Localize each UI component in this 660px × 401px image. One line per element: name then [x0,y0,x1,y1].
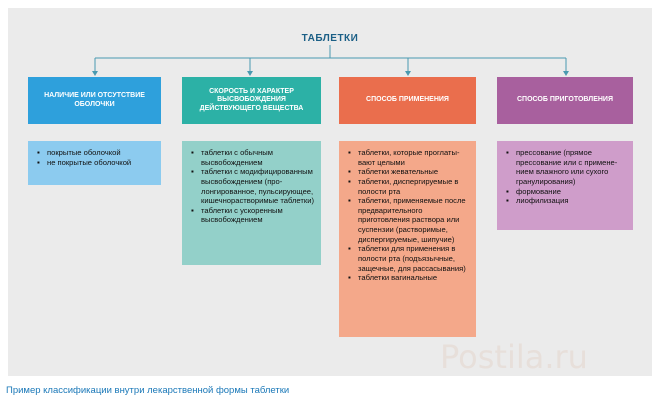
heading-release: СКОРОСТЬ И ХАРАКТЕР ВЫСВОБОЖДЕНИЯ ДЕЙСТВ… [182,77,321,124]
box-preparation: прессование (прямое прессование или с пр… [497,141,633,230]
heading-application: СПОСОБ ПРИМЕНЕНИЯ [339,77,476,124]
heading-preparation: СПОСОБ ПРИГОТОВЛЕНИЯ [497,77,633,124]
list-item: формование [506,187,627,197]
box-release: таблетки с обычным высвобождением таблет… [182,141,321,265]
heading-coating: НАЛИЧИЕ ИЛИ ОТСУТСТВИЕ ОБОЛОЧКИ [28,77,161,124]
figure-caption: Пример классификации внутри лекарственно… [6,385,290,396]
watermark-logo: Postila.ru [440,338,588,376]
root-node-tabletki: ТАБЛЕТКИ [301,33,359,44]
list-item: таблетки, применяемые после предваритель… [348,196,470,244]
list-item: лиофилизация [506,196,627,206]
list-item: таблетки, которые проглаты­вают целыми [348,148,470,167]
list-item: таблетки с ускоренным высвобождением [191,206,315,225]
list-item: таблетки вагинальные [348,273,470,283]
list-item: таблетки с модифициро­ванным высвобожден… [191,167,315,206]
list-item: прессование (прямое прессование или с пр… [506,148,627,187]
list-item: таблетки, диспергируемые в полости рта [348,177,470,196]
box-application: таблетки, которые проглаты­вают целыми т… [339,141,476,337]
list-item: не покрытые оболочкой [37,158,155,168]
list-item: таблетки жевательные [348,167,470,177]
list-item: таблетки с обычным высвобождением [191,148,315,167]
list-item: таблетки для применения в полости рта (п… [348,244,470,273]
list-item: покрытые оболочкой [37,148,155,158]
box-coating: покрытые оболочкой не покрытые оболочкой [28,141,161,185]
